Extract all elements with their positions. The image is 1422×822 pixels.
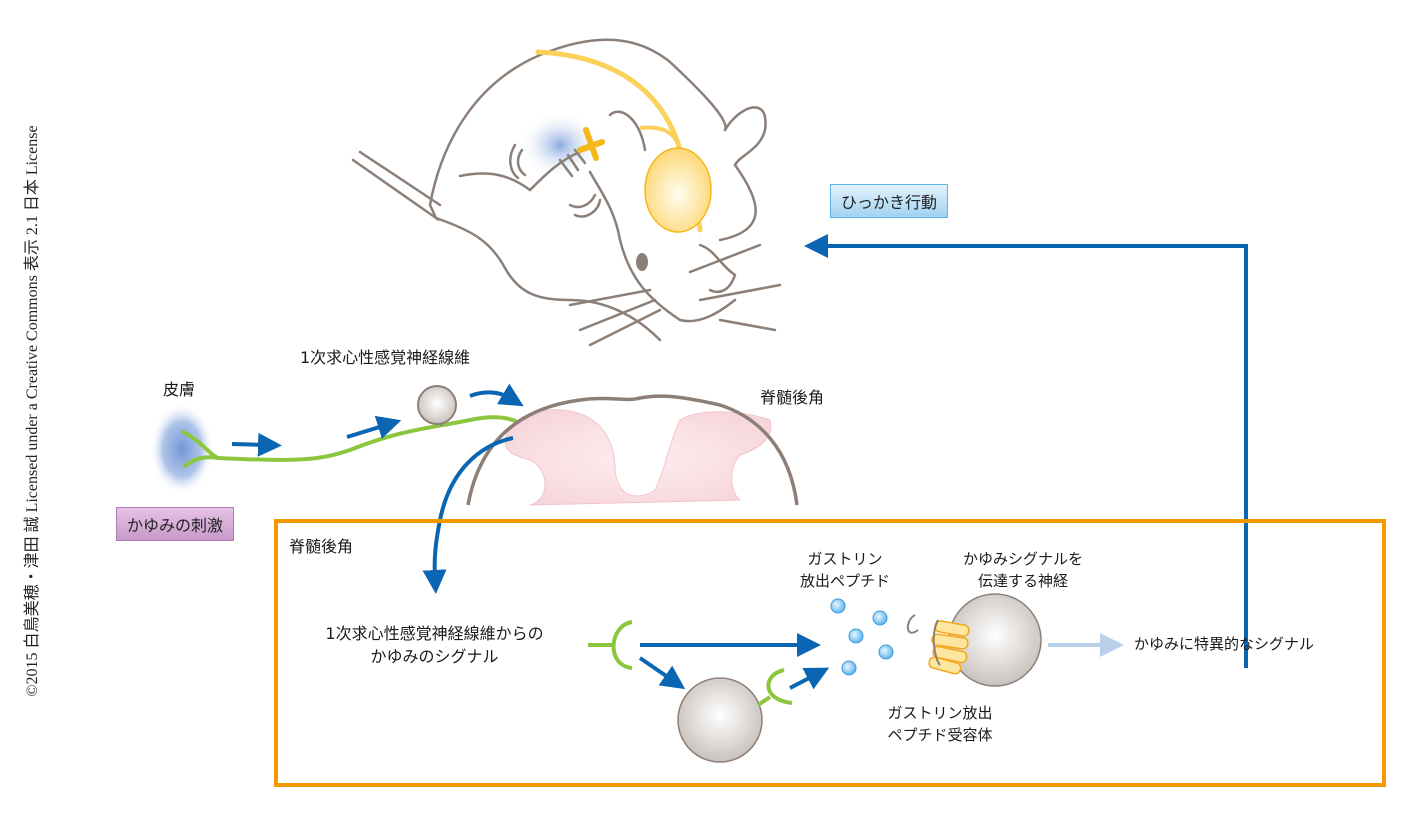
grp-receptor-label: ガストリン放出 ペプチド受容体 xyxy=(870,702,1010,746)
transmit-line2: 伝達する神経 xyxy=(977,572,1068,590)
descending-arrow xyxy=(422,436,514,594)
dorsal-horn-box-label: 脊髄後角 xyxy=(289,537,354,556)
primary-signal-line2: かゆみのシグナル xyxy=(370,647,499,666)
receptor-line2: ペプチド受容体 xyxy=(887,726,993,744)
flow-arrow-2 xyxy=(346,415,402,439)
transmit-line1: かゆみシグナルを xyxy=(962,550,1083,568)
flow-arrow-1 xyxy=(231,432,282,457)
grp-peptides xyxy=(830,598,894,676)
itch-stimulus-tag: かゆみの刺激 xyxy=(116,507,235,541)
itch-specific-signal-label: かゆみに特異的なシグナル xyxy=(1134,635,1315,653)
drg-cell-body xyxy=(417,385,457,425)
scratch-feedback-arrow xyxy=(804,234,1248,668)
primary-afferent-fiber xyxy=(181,415,546,468)
dorsal-horn-top-label: 脊髄後角 xyxy=(760,388,825,407)
itch-transmitting-neuron xyxy=(906,593,1042,687)
itch-spot-glow xyxy=(518,111,602,179)
mouse-illustration xyxy=(351,38,782,347)
primary-signal-line1: 1次求心性感覚神経線維からの xyxy=(325,624,544,643)
flow-arrow-3 xyxy=(469,383,524,407)
transmitting-neuron-label: かゆみシグナルを 伝達する神経 xyxy=(948,548,1098,592)
dorsal-horn-detail-box xyxy=(274,519,1386,787)
primary-signal-label: 1次求心性感覚神経線維からの かゆみのシグナル xyxy=(292,622,577,668)
brain-neuron-illustration xyxy=(535,49,712,233)
skin-itch-spot xyxy=(150,403,214,495)
grp-label: ガストリン 放出ペプチド xyxy=(785,548,905,592)
primary-afferent-label: 1次求心性感覚神経線維 xyxy=(300,348,471,367)
grp-line2: 放出ペプチド xyxy=(799,572,890,590)
synapse-circuit xyxy=(588,620,830,763)
receptor-line1: ガストリン放出 xyxy=(887,704,993,722)
spinal-cord-section xyxy=(466,394,799,506)
scratching-behavior-tag: ひっかき行動 xyxy=(830,184,949,218)
grp-line1: ガストリン xyxy=(807,550,883,568)
skin-label: 皮膚 xyxy=(163,380,196,399)
